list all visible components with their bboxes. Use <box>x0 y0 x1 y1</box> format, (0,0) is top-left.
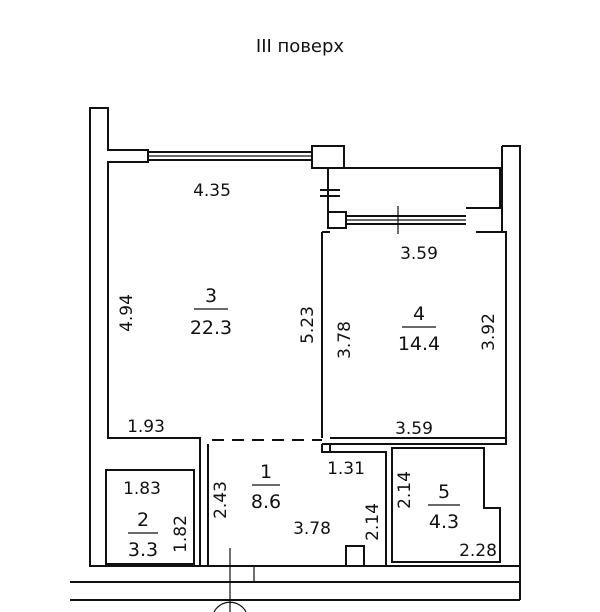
dim-room1-top: 1.31 <box>327 459 365 479</box>
room2-walls <box>105 469 195 565</box>
dim-room4-left: 3.78 <box>335 321 355 359</box>
dim-room1-bottom: 3.78 <box>293 519 331 539</box>
window-room4 <box>346 215 466 225</box>
dim-room3-top: 4.35 <box>193 181 231 201</box>
room5-number: 5 <box>438 481 450 503</box>
room1-area: 8.6 <box>251 491 281 513</box>
room4-area: 14.4 <box>398 333 440 355</box>
door-opening <box>229 548 255 612</box>
wall-top-right <box>344 167 501 209</box>
pier-room4 <box>327 211 347 229</box>
room1-notch <box>345 545 365 566</box>
room5-walls <box>391 447 501 563</box>
window-room3 <box>148 151 312 161</box>
window-room4-glass <box>346 206 466 234</box>
room4-number: 4 <box>413 303 425 325</box>
room1-walls <box>199 444 387 566</box>
dim-room4-bottom: 3.59 <box>395 419 433 439</box>
room5-area: 4.3 <box>429 511 459 533</box>
room3-area: 22.3 <box>190 317 232 339</box>
room4-walls <box>321 231 507 445</box>
dim-room1-right: 2.14 <box>363 503 383 541</box>
dim-room4-right: 3.92 <box>479 313 499 351</box>
dim-room3-left: 4.94 <box>117 294 137 332</box>
wall-right-outer <box>501 145 521 600</box>
floor-title: III поверх <box>256 36 345 57</box>
room2-area: 3.3 <box>128 539 158 561</box>
wall-bottom <box>70 565 520 601</box>
dim-room5-left: 2.14 <box>395 471 415 509</box>
room2-number: 2 <box>137 509 149 531</box>
dim-room3-bottom: 1.93 <box>127 417 165 437</box>
dim-room5-bottom: 2.28 <box>459 541 497 561</box>
room3-number: 3 <box>205 285 217 307</box>
room1-number: 1 <box>260 461 272 483</box>
column-top <box>311 145 345 169</box>
dim-room3-right: 5.23 <box>298 306 318 344</box>
dim-room2-right: 1.82 <box>171 515 191 553</box>
stair-arc <box>213 601 247 612</box>
column-stem <box>320 168 340 214</box>
dim-room2-top: 1.83 <box>123 479 161 499</box>
dim-room4-top: 3.59 <box>400 244 438 264</box>
dim-room1-left: 2.43 <box>211 481 231 519</box>
